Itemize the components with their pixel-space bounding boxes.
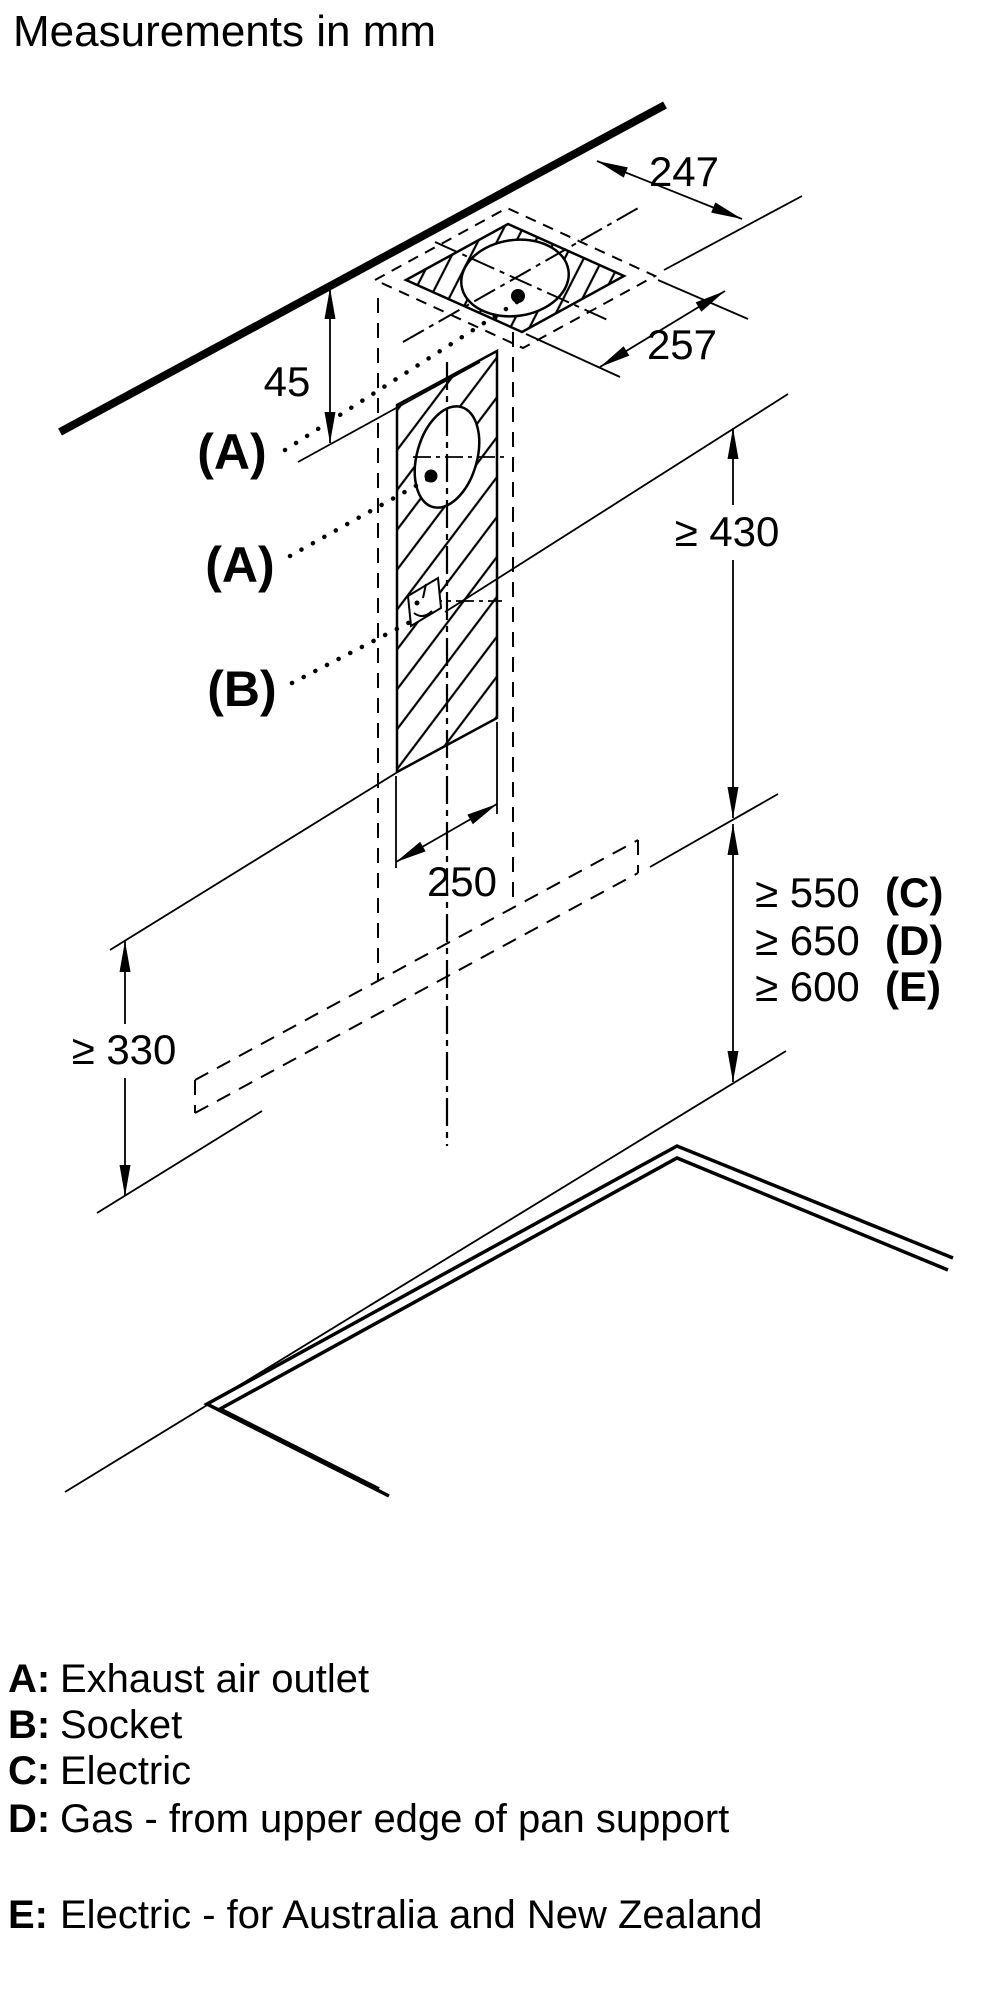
ceiling-mounting-plate: [402, 206, 641, 343]
clearance-600-ref: (E): [885, 963, 941, 1010]
ext-plate-bottom: [109, 772, 397, 951]
leader-a2: [287, 476, 431, 559]
legend-label-c: Electric: [60, 1749, 191, 1793]
dim-line-250: [395, 803, 498, 863]
dim-label-45: 45: [264, 358, 311, 405]
ceiling-line: [58, 101, 667, 436]
legend-key-b: B:: [8, 1703, 50, 1747]
dim-label-247: 247: [649, 148, 719, 195]
ext-cooktop-level: [64, 1050, 787, 1493]
clearance-550-ref: (C): [885, 869, 943, 916]
ceiling-centerline-u: [402, 206, 641, 343]
legend-key-e: E:: [8, 1893, 48, 1937]
legend-label-d: Gas - from upper edge of pan support: [60, 1797, 729, 1841]
ceiling-hole-mark: [511, 289, 525, 303]
cooktop-outline: [203, 1144, 954, 1498]
callout-socket: (B): [207, 661, 276, 717]
leader-b: [289, 616, 419, 686]
hood-body-dashed-outline: [194, 839, 639, 1114]
dimension-lines: [119, 160, 743, 1196]
ext-257-left: [525, 333, 621, 378]
clearance-650-value: ≥ 650: [755, 917, 860, 964]
callout-exhaust-wall: (A): [205, 537, 274, 593]
callout-exhaust-ceiling: (A): [197, 424, 266, 480]
clearance-600-value: ≥ 600: [755, 963, 860, 1010]
dim-line-247: [596, 160, 743, 220]
legend-key-a: A:: [8, 1657, 50, 1701]
ceiling-template-dashed-outline: [372, 206, 658, 350]
clearance-550-value: ≥ 550: [755, 869, 860, 916]
dim-label-330: ≥ 330: [72, 1026, 177, 1073]
wall-mounting-plate: [395, 348, 508, 775]
ext-247-right: [663, 195, 803, 271]
legend-label-b: Socket: [60, 1703, 182, 1747]
clearance-labels: ≥ 550 (C) ≥ 650 (D) ≥ 600 (E): [755, 869, 943, 1010]
ceiling-centerline-v: [434, 241, 611, 322]
callout-leaders: [282, 299, 520, 686]
legend: A: Exhaust air outlet B: Socket C: Elect…: [8, 1657, 763, 1937]
dim-label-430: ≥ 430: [675, 508, 780, 555]
clearance-650-ref: (D): [885, 917, 943, 964]
dim-label-250: 250: [427, 858, 497, 905]
socket-icon: [406, 576, 443, 628]
legend-label-a: Exhaust air outlet: [60, 1657, 369, 1701]
legend-label-e: Electric - for Australia and New Zealand: [60, 1893, 763, 1937]
ext-duct-top: [297, 361, 481, 463]
chimney-dashed-outline: [377, 298, 514, 980]
legend-key-d: D:: [8, 1797, 50, 1841]
legend-key-c: C:: [8, 1749, 50, 1793]
page-title: Measurements in mm: [13, 7, 436, 56]
ext-hood-bottom: [649, 793, 779, 868]
dim-label-257: 257: [647, 321, 717, 368]
dim-line-257: [599, 290, 726, 368]
